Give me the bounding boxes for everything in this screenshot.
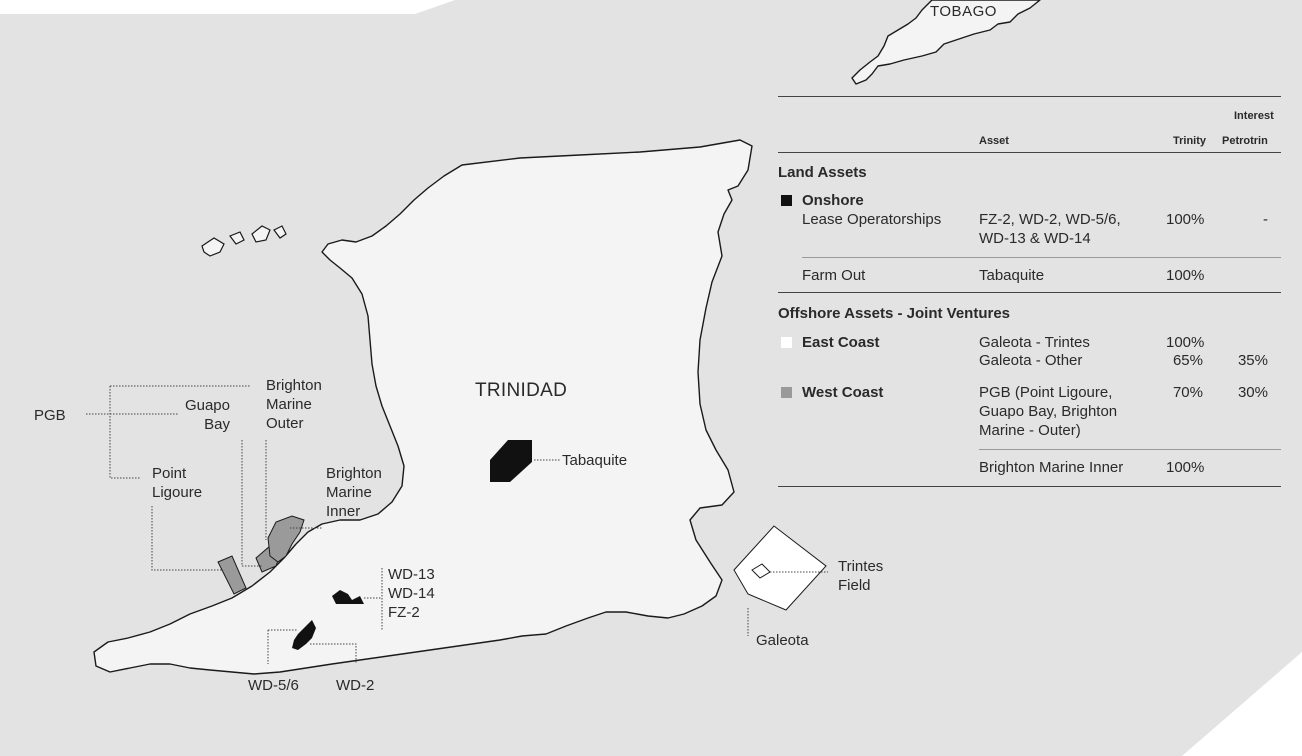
galeota-trintes-asset: Galeota - Trintes — [979, 334, 1090, 351]
galeota-other-trinity: 65% — [1172, 352, 1203, 369]
brighton-marine-inner-asset: Brighton Marine Inner — [979, 459, 1124, 476]
point-ligoure-label: Point Ligoure — [152, 465, 203, 501]
leader-lines — [86, 385, 828, 664]
onshore-row-divider — [802, 257, 1281, 258]
farm-out-trinity: 100% — [1166, 267, 1205, 284]
tobago-island — [851, 0, 1041, 85]
wd-5-6-leader — [267, 629, 298, 664]
farm-out-asset: Tabaquite — [979, 267, 1045, 284]
trinidad-island — [93, 139, 753, 675]
wd-2-leader — [310, 643, 357, 664]
galeota-trintes-trinity: 100% — [1166, 334, 1205, 351]
brighton-marine-outer-label: Brighton Marine Outer — [266, 377, 322, 432]
pgb-petrotrin: 30% — [1237, 384, 1268, 401]
northwest-islet-1 — [201, 237, 225, 257]
wd-13-14-fz2-blocks — [332, 590, 364, 604]
pgb-asset-3: Marine - Outer) — [979, 422, 1081, 439]
pgb-label: PGB — [34, 407, 66, 424]
trinidad-label: TRINIDAD — [475, 380, 568, 401]
east-coast-title: East Coast — [802, 334, 880, 351]
header-interest: Interest — [1234, 110, 1274, 122]
lease-operatorships-name: Lease Operatorships — [802, 211, 942, 228]
wd-group-leader — [364, 568, 383, 630]
galeota-other-asset: Galeota - Other — [979, 352, 1083, 369]
farm-out-name: Farm Out — [802, 267, 866, 284]
lease-operatorships-asset-1: FZ-2, WD-2, WD-5/6, — [979, 211, 1121, 228]
brighton-marine-inner-trinity: 100% — [1166, 459, 1205, 476]
lease-operatorships-asset-2: WD-13 & WD-14 — [979, 230, 1091, 247]
land-assets-title: Land Assets — [778, 164, 867, 181]
pgb-trinity: 70% — [1172, 384, 1203, 401]
pgb-asset-1: PGB (Point Ligoure, — [979, 384, 1113, 401]
wd-group-label: WD-13 WD-14 FZ-2 — [388, 566, 435, 621]
east-coast-swatch — [781, 337, 792, 348]
northwest-islet-4 — [273, 225, 287, 239]
trintes-field-label: Trintes Field — [838, 558, 884, 594]
lease-operatorships-petrotrin: - — [1263, 211, 1268, 228]
galeota-other-petrotrin: 35% — [1237, 352, 1268, 369]
land-section-rule — [778, 292, 1281, 293]
point-ligoure-block — [217, 555, 247, 595]
header-trinity: Trinity — [1173, 135, 1207, 147]
onshore-swatch — [781, 195, 792, 206]
pgb-bracket — [109, 385, 250, 479]
west-coast-title: West Coast — [802, 384, 884, 401]
west-coast-swatch — [781, 387, 792, 398]
brighton-marine-inner-block — [267, 515, 305, 563]
northwest-islet-2 — [229, 231, 245, 245]
sea — [0, 0, 455, 14]
wd-5-6-wd-2-blocks — [292, 620, 316, 650]
wd-5-6-label: WD-5/6 — [248, 677, 299, 694]
tabaquite-label: Tabaquite — [562, 452, 628, 469]
brighton-marine-inner-label: Brighton Marine Inner — [326, 465, 382, 520]
galeota-label: Galeota — [756, 632, 809, 649]
guapo-leader — [241, 440, 262, 567]
tabaquite-block — [490, 440, 532, 482]
header-rule — [778, 152, 1281, 153]
wd-2-label: WD-2 — [336, 677, 375, 694]
tobago-label: TOBAGO — [930, 3, 997, 20]
west-coast-row-divider — [979, 449, 1281, 450]
galeota-block — [733, 525, 827, 611]
onshore-title: Onshore — [802, 192, 864, 209]
lease-operatorships-trinity: 100% — [1166, 211, 1205, 228]
northwest-islet-3 — [251, 225, 271, 243]
header-petrotrin: Petrotrin — [1222, 135, 1268, 147]
point-ligoure-leader — [151, 506, 222, 571]
pgb-asset-2: Guapo Bay, Brighton — [979, 403, 1118, 420]
guapo-bay-label: Guapo Bay — [184, 397, 230, 433]
header-asset: Asset — [979, 135, 1009, 147]
table-bottom-rule — [778, 486, 1281, 487]
offshore-assets-title: Offshore Assets - Joint Ventures — [778, 305, 1011, 322]
table-top-rule — [778, 96, 1281, 97]
